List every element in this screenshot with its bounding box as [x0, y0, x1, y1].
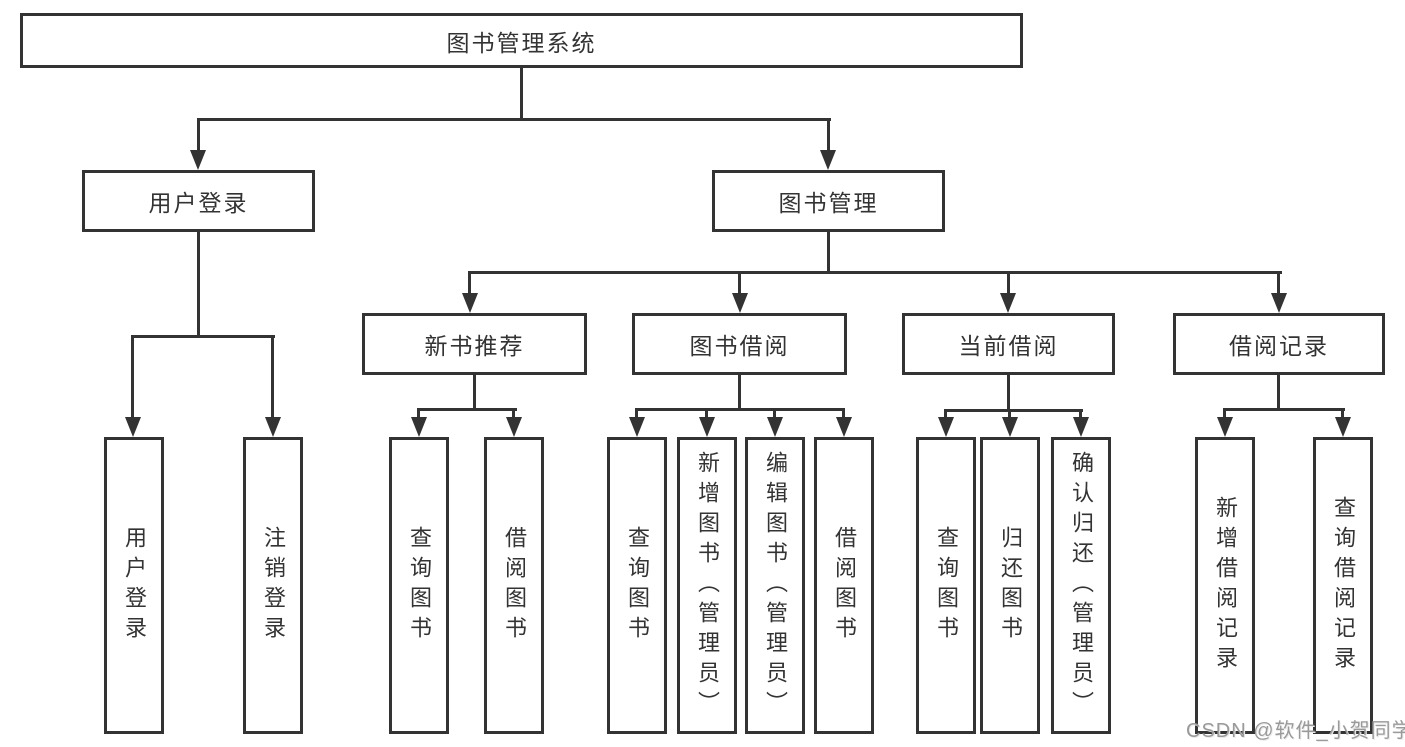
connector-vline [468, 271, 471, 297]
connector-vline [635, 408, 638, 422]
node-library-system: 图书管理系统 [20, 13, 1023, 68]
arrowhead-down [732, 293, 748, 313]
node-label: 用户登录 [148, 190, 249, 216]
node-label: 查询图书 [934, 525, 959, 646]
arrowhead-down [1271, 293, 1287, 313]
node-label: 借阅图书 [502, 525, 527, 646]
node-label: 新增图书（管理员） [695, 450, 720, 721]
node-label: 用户登录 [122, 525, 147, 646]
connector-vline [512, 408, 515, 422]
arrowhead-down [265, 417, 281, 437]
node-current-borrowing: 当前借阅 [902, 313, 1115, 375]
connector-vline [738, 271, 741, 297]
connector-vline [705, 408, 708, 422]
connector-hline [197, 118, 831, 121]
leaf-query-borrow-record: 查询借阅记录 [1313, 437, 1373, 734]
arrowhead-down [1335, 417, 1351, 437]
node-label: 图书管理 [778, 190, 879, 216]
arrowhead-down [411, 417, 427, 437]
connector-vline [944, 409, 947, 422]
leaf-add-books-admin: 新增图书（管理员） [677, 437, 737, 734]
csdn-watermark: CSDN @软件_小贺同学 [1186, 720, 1405, 742]
node-user-login-branch: 用户登录 [82, 170, 315, 232]
connector-vline [1007, 375, 1010, 411]
arrowhead-down [506, 417, 522, 437]
node-label: 确认归还（管理员） [1069, 450, 1094, 721]
node-book-management: 图书管理 [712, 170, 945, 232]
leaf-borrow-books-borrowing: 借阅图书 [814, 437, 874, 734]
arrowhead-down [836, 417, 852, 437]
arrowhead-down [1217, 417, 1233, 437]
connector-vline [827, 232, 830, 274]
leaf-edit-books-admin: 编辑图书（管理员） [745, 437, 805, 734]
connector-vline [827, 118, 830, 152]
node-label: 注销登录 [261, 525, 286, 646]
connector-vline [131, 335, 134, 419]
node-label: 编辑图书（管理员） [763, 450, 788, 721]
arrowhead-down [699, 417, 715, 437]
node-label: 查询借阅记录 [1331, 495, 1356, 676]
connector-vline [738, 375, 741, 410]
arrowhead-down [938, 417, 954, 437]
connector-vline [1007, 271, 1010, 297]
arrowhead-down [125, 417, 141, 437]
node-label: 借阅图书 [832, 525, 857, 646]
node-label: 图书管理系统 [446, 29, 597, 56]
leaf-borrow-books-recommend: 借阅图书 [484, 437, 544, 734]
connector-hline [944, 409, 1083, 412]
connector-vline [1008, 409, 1011, 422]
node-label: 借阅记录 [1229, 333, 1329, 359]
connector-hline [468, 271, 1282, 274]
arrowhead-down [629, 417, 645, 437]
node-label: 查询图书 [407, 525, 432, 646]
leaf-query-books-borrowing: 查询图书 [607, 437, 667, 734]
connector-vline [520, 68, 523, 120]
connector-vline [842, 408, 845, 422]
arrowhead-down [190, 150, 206, 170]
leaf-logout: 注销登录 [243, 437, 303, 734]
node-label: 当前借阅 [958, 333, 1059, 359]
node-label: 新增借阅记录 [1213, 495, 1238, 676]
arrowhead-down [1000, 293, 1016, 313]
connector-vline [1079, 409, 1082, 422]
connector-vline [473, 375, 476, 410]
connector-hline [1223, 408, 1345, 411]
node-label: 查询图书 [625, 525, 650, 646]
connector-vline [1277, 374, 1280, 411]
connector-vline [417, 408, 420, 422]
connector-vline [1223, 408, 1226, 422]
arrowhead-down [767, 417, 783, 437]
leaf-query-books-recommend: 查询图书 [389, 437, 449, 734]
node-label: 归还图书 [998, 525, 1023, 646]
node-borrowing-records: 借阅记录 [1173, 313, 1385, 375]
arrowhead-down [462, 293, 478, 313]
connector-vline [197, 232, 200, 338]
connector-vline [197, 118, 200, 152]
connector-vline [1277, 271, 1280, 297]
arrowhead-down [1073, 417, 1089, 437]
node-label: 新书推荐 [424, 333, 525, 359]
connector-vline [1341, 408, 1344, 422]
connector-hline [131, 335, 275, 338]
leaf-user-login: 用户登录 [104, 437, 164, 734]
node-label: 图书借阅 [689, 333, 790, 359]
node-book-borrowing: 图书借阅 [632, 313, 847, 375]
arrowhead-down [820, 150, 836, 170]
connector-vline [271, 335, 274, 419]
leaf-confirm-return-admin: 确认归还（管理员） [1051, 437, 1111, 734]
leaf-query-books-current: 查询图书 [916, 437, 976, 734]
connector-vline [773, 408, 776, 422]
arrowhead-down [1002, 417, 1018, 437]
leaf-return-books: 归还图书 [980, 437, 1040, 734]
connector-hline [635, 408, 845, 411]
leaf-add-borrow-record: 新增借阅记录 [1195, 437, 1255, 734]
connector-hline [417, 408, 517, 411]
node-new-book-recommend: 新书推荐 [362, 313, 587, 375]
